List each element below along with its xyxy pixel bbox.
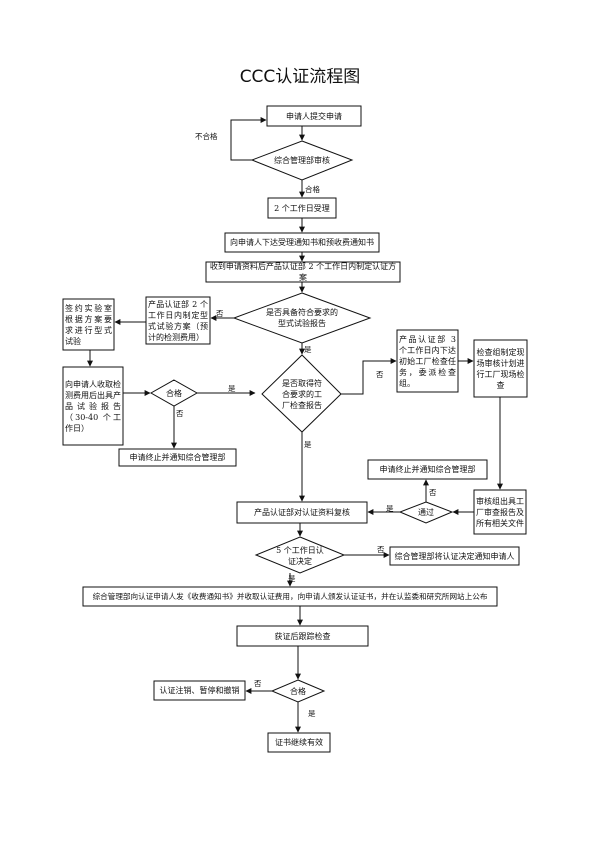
qualified1-label: 合格: [166, 388, 182, 398]
pass-label: 通过: [418, 507, 434, 517]
edge-label-no3: 否: [376, 370, 384, 379]
lab-fee-box: [62, 366, 124, 446]
plan-box: [205, 261, 401, 283]
arrow-review-fail: [230, 117, 267, 161]
notify-label: 向申请人下达受理通知书和预收费通知书: [230, 238, 374, 247]
lab-contract-label: 签约实验室根据方案要求进行型式试验: [65, 303, 112, 346]
follow-box: [236, 625, 369, 647]
edge-label-no6: 否: [254, 679, 262, 688]
issue-box: [82, 586, 498, 607]
factory-plan-label: 检查组制定现场审核计划进行工厂现场检查: [476, 347, 525, 390]
edge-label-yes6: 是: [308, 709, 316, 718]
follow-label: 获证后跟踪检查: [274, 631, 331, 641]
notify-decision-label: 综合管理部将认证决定通知申请人: [394, 551, 515, 561]
edge-label-no2: 否: [176, 409, 184, 418]
lab-contract-box: [62, 298, 115, 351]
cancel-box: [153, 680, 246, 701]
report-label: 审核组出具工厂审查报告及所有相关文件: [476, 496, 524, 528]
factory-task-label: 产品认证部 3 个工作日内下达初始工厂检查任务，委派检查组。: [399, 334, 456, 388]
terminate1-box: [118, 448, 237, 467]
terminate2-box: [367, 459, 488, 480]
type-plan-label: 产品认证部 2 个工作日内制定型式试验方案（预计的检测费用）: [148, 299, 208, 342]
plan-label: 收到申请资料后产品认证部 2 个工作日内制定认证方案: [209, 262, 397, 282]
apply-label: 申请人提交申请: [286, 111, 342, 121]
valid-label: 证书继续有效: [275, 738, 323, 747]
edge-label-yes5: 是: [288, 574, 296, 583]
edge-label-yes1: 是: [304, 345, 312, 354]
accept-label: 2 个工作日受理: [274, 203, 330, 213]
edge-label-fail: 不合格: [195, 132, 218, 141]
factory-label: 是否取得符合要求的工厂检查报告: [282, 378, 322, 410]
terminate2-label: 申请终止并通知综合管理部: [379, 465, 476, 474]
page-title: CCC认证流程图: [239, 67, 361, 87]
factory-task-box: [396, 329, 459, 393]
recheck-label: 产品认证部对认证资料复核: [254, 508, 350, 517]
notify-decision-box: [389, 546, 520, 566]
edge-label-yes3: 是: [304, 440, 312, 449]
edge-label-yes2: 是: [228, 384, 236, 393]
factory-plan-box: [473, 339, 528, 398]
qualified2-label: 合格: [290, 686, 306, 696]
review-label: 综合管理部审核: [274, 155, 330, 165]
valid-box: [267, 732, 331, 753]
type-plan-box: [145, 296, 211, 345]
issue-label: 综合管理部向认证申请人发《收费通知书》并收取认证费用，向申请人颁发认证证书，并在…: [92, 592, 488, 601]
terminate1-label: 申请终止并通知综合管理部: [129, 453, 226, 462]
recheck-box: [236, 501, 368, 524]
type-test-label: 是否具备符合要求的型式试验报告: [266, 308, 338, 328]
arrow-factory-task: [341, 358, 397, 395]
edge-label-yes4: 是: [386, 504, 394, 513]
cancel-label: 认证注销、暂停和撤销: [159, 686, 240, 695]
edge-label-no5: 否: [377, 545, 385, 554]
report-box: [473, 489, 527, 535]
lab-fee-label: 向申请人收取检测费用后出具产品试验报告（30-40 个工作日）: [65, 379, 121, 433]
apply-box: [266, 105, 362, 127]
edge-label-no1: 否: [216, 309, 224, 318]
decide-label: 5 个工作日认证决定: [276, 546, 324, 566]
edge-label-no4: 否: [429, 488, 437, 497]
edge-label-ok: 合格: [305, 185, 320, 194]
pass-diamond: [398, 501, 454, 524]
decide-diamond: [254, 536, 346, 574]
